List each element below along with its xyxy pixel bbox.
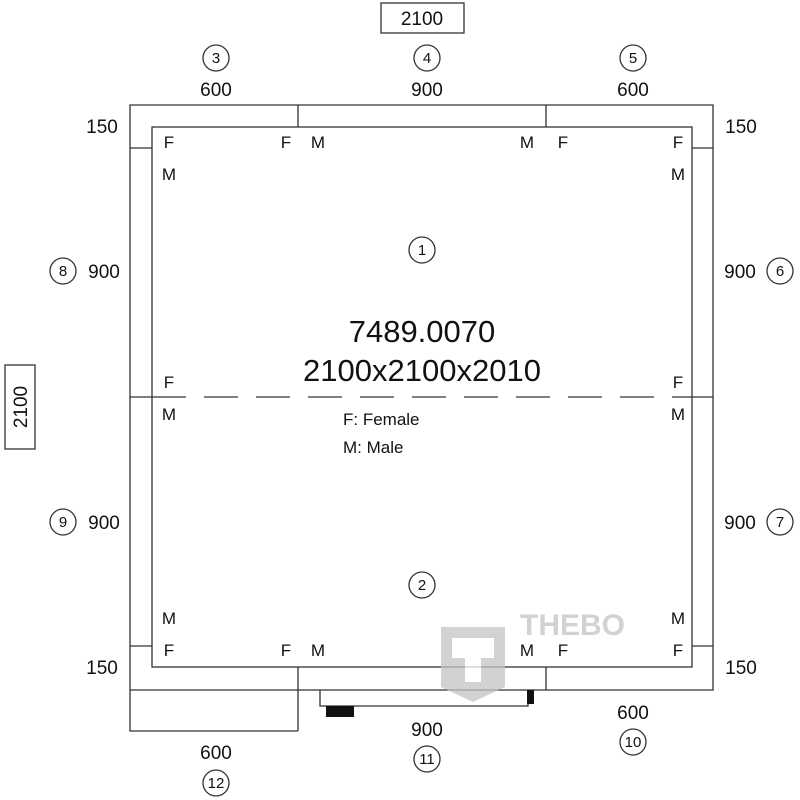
panel-marker-circle — [408, 571, 436, 599]
female-connector-label: F — [673, 133, 683, 152]
panel-marker-circle — [766, 508, 794, 536]
corner-bottom-right-size: 150 — [725, 658, 757, 679]
overall-width-label: 2100 — [401, 9, 443, 30]
panel-marker-circle — [202, 44, 230, 72]
panel-7-size: 900 — [724, 513, 756, 534]
female-connector-label: F — [281, 133, 291, 152]
corner-top-right-size: 150 — [725, 117, 757, 138]
female-connector-label: F — [673, 641, 683, 660]
female-connector-label: F — [558, 641, 568, 660]
panel-number-9: 9 — [59, 514, 67, 531]
male-connector-label: M — [311, 133, 325, 152]
panel-3-size: 600 — [200, 80, 232, 101]
male-connector-label: M — [520, 133, 534, 152]
panel-number-12: 12 — [208, 775, 225, 792]
panel-marker-circle — [413, 44, 441, 72]
panel-marker-circle — [619, 728, 647, 756]
walls — [129, 104, 714, 732]
panel-number-8: 8 — [59, 263, 67, 280]
legend-male: M: Male — [343, 438, 403, 457]
male-connector-label: M — [671, 165, 685, 184]
panel-number-7: 7 — [776, 514, 784, 531]
corner-bottom-left-size: 150 — [86, 658, 118, 679]
panel-number-3: 3 — [212, 50, 220, 67]
panel-number-5: 5 — [629, 50, 637, 67]
model-dimensions: 2100x2100x2010 — [303, 353, 541, 388]
legend-female: F: Female — [343, 410, 420, 429]
panel-marker-circle — [619, 44, 647, 72]
panel-number-2: 2 — [418, 577, 426, 594]
panel-12-size: 600 — [200, 743, 232, 764]
panel-number-10: 10 — [625, 734, 642, 751]
female-connector-label: F — [164, 641, 174, 660]
female-connector-label: F — [281, 641, 291, 660]
female-connector-label: F — [558, 133, 568, 152]
female-connector-label: F — [164, 373, 174, 392]
male-connector-label: M — [162, 405, 176, 424]
male-connector-label: M — [311, 641, 325, 660]
overall-width-box — [380, 2, 465, 34]
male-connector-label: M — [671, 609, 685, 628]
male-connector-label: M — [162, 609, 176, 628]
corner-top-left-size: 150 — [86, 117, 118, 138]
panel-10-size: 600 — [617, 703, 649, 724]
panel-number-6: 6 — [776, 263, 784, 280]
panel-9-size: 900 — [88, 513, 120, 534]
panel-8-size: 900 — [88, 262, 120, 283]
door — [319, 690, 534, 717]
panel-6-size: 900 — [724, 262, 756, 283]
overall-depth-label: 2100 — [11, 386, 32, 428]
panel-number-11: 11 — [419, 751, 435, 768]
male-connector-label: M — [520, 641, 534, 660]
panel-marker-circle — [408, 236, 436, 264]
panel-marker-circle — [413, 745, 441, 773]
thebo-watermark: THEBO — [441, 609, 625, 702]
male-connector-label: M — [162, 165, 176, 184]
panel-11-size: 900 — [411, 720, 443, 741]
male-connector-label: M — [671, 405, 685, 424]
panel-marker-circle — [49, 508, 77, 536]
panel-marker-circle — [202, 769, 230, 797]
panel-marker-circle — [49, 257, 77, 285]
panel-number-1: 1 — [418, 242, 426, 259]
overall-depth-box — [4, 364, 36, 450]
model-code: 7489.0070 — [349, 314, 496, 349]
panel-marker-circle — [766, 257, 794, 285]
panel-5-size: 600 — [617, 80, 649, 101]
watermark-brand: THEBO — [520, 609, 625, 642]
female-connector-label: F — [164, 133, 174, 152]
panel-4-size: 900 — [411, 80, 443, 101]
female-connector-label: F — [673, 373, 683, 392]
panel-number-4: 4 — [423, 50, 431, 67]
